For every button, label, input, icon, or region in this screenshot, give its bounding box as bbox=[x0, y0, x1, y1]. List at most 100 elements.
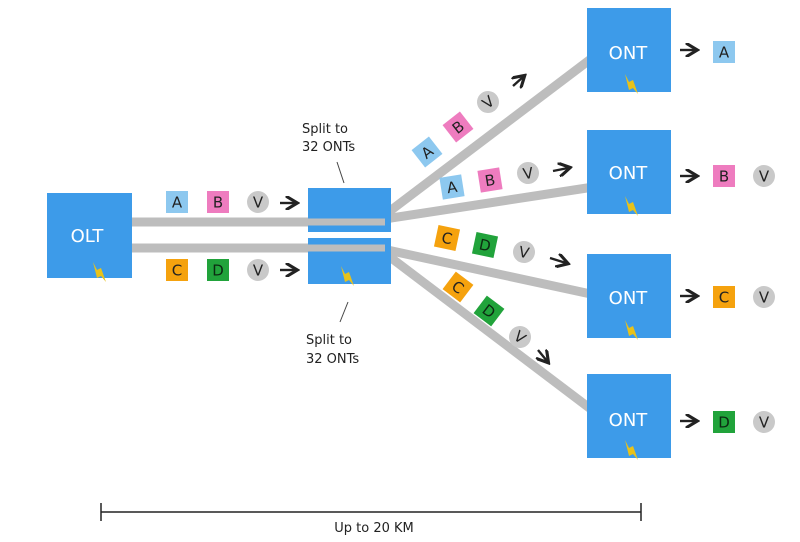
ont-2-box bbox=[587, 130, 671, 214]
tag-ont-4-out-v: V bbox=[753, 411, 775, 433]
tag-shape bbox=[713, 165, 735, 187]
olt-box bbox=[47, 193, 132, 278]
ont-2: ONT bbox=[587, 130, 671, 216]
tag-ont-2-out-b: B bbox=[713, 165, 735, 187]
split-label-bottom-line2: 32 ONTs bbox=[306, 352, 359, 367]
tag-shape bbox=[433, 224, 461, 252]
arrow-branch-4-icon bbox=[538, 350, 547, 361]
ont-4-box bbox=[587, 374, 671, 458]
tag-branch-3-v: V bbox=[513, 241, 535, 263]
tag-shape bbox=[509, 326, 531, 348]
arrow-branch-2-icon bbox=[552, 168, 568, 171]
tag-shape bbox=[753, 411, 775, 433]
tag-shape bbox=[713, 41, 735, 63]
split-label-bottom-pointer bbox=[339, 301, 349, 323]
tag-shape bbox=[247, 191, 269, 213]
tag-upper-feed-b: B bbox=[207, 191, 229, 213]
tag-shape bbox=[753, 165, 775, 187]
tag-letter: V bbox=[253, 194, 264, 212]
tag-shape bbox=[207, 259, 229, 281]
tag-shape bbox=[166, 259, 188, 281]
olt-bolt-icon bbox=[93, 262, 106, 282]
tag-letter: A bbox=[446, 178, 460, 197]
tag-shape bbox=[517, 162, 539, 184]
tag-upper-feed-a: A bbox=[166, 191, 188, 213]
tag-shape bbox=[473, 295, 505, 327]
tag-letter: V bbox=[253, 262, 264, 280]
ont-1-box bbox=[587, 8, 671, 92]
tag-shape bbox=[166, 191, 188, 213]
tag-branch-2-v: V bbox=[517, 162, 539, 184]
tag-letter: V bbox=[759, 168, 770, 186]
tag-branch-4-c: C bbox=[442, 271, 474, 303]
splitter bbox=[308, 188, 391, 286]
ont-1: ONT bbox=[587, 8, 671, 94]
tag-letter: C bbox=[172, 262, 182, 280]
tag-letter: V bbox=[759, 289, 770, 307]
ont-2-label: ONT bbox=[609, 163, 649, 184]
fiber-branch-4 bbox=[375, 244, 603, 420]
split-label-top-line1: Split to bbox=[302, 122, 348, 137]
tag-letter: B bbox=[213, 194, 223, 212]
tag-shape bbox=[713, 286, 735, 308]
fiber-branch-1 bbox=[375, 48, 603, 224]
tag-shape bbox=[471, 231, 499, 259]
tag-shape bbox=[439, 174, 465, 200]
tag-shape bbox=[713, 411, 735, 433]
ont-3: ONT bbox=[587, 254, 671, 340]
arrows bbox=[280, 50, 695, 421]
tag-letter: B bbox=[484, 171, 497, 190]
tag-shape bbox=[753, 286, 775, 308]
tag-branch-4-d: D bbox=[473, 295, 505, 327]
tag-branch-3-c: C bbox=[433, 224, 461, 252]
ont-4-label: ONT bbox=[609, 410, 649, 431]
tag-shape bbox=[513, 241, 535, 263]
tag-branch-2-b: B bbox=[477, 167, 503, 193]
tag-ont-2-out-v: V bbox=[753, 165, 775, 187]
ont-4-bolt-icon bbox=[625, 440, 638, 460]
tag-letter: V bbox=[517, 243, 532, 263]
tag-ont-3-out-v: V bbox=[753, 286, 775, 308]
tag-lower-feed-v: V bbox=[247, 259, 269, 281]
splitter-bolt-icon bbox=[341, 266, 354, 286]
distance-scale: Up to 20 KM bbox=[100, 503, 642, 536]
arrow-branch-3-icon bbox=[549, 258, 566, 263]
distance-label: Up to 20 KM bbox=[334, 521, 414, 536]
tag-lower-feed-c: C bbox=[166, 259, 188, 281]
tag-branch-2-a: A bbox=[439, 174, 465, 200]
fiber-branch-3 bbox=[377, 243, 601, 301]
ont-1-bolt-icon bbox=[625, 74, 638, 94]
tag-branch-3-d: D bbox=[471, 231, 499, 259]
tag-branch-1-v: V bbox=[477, 91, 499, 113]
tag-letter: C bbox=[719, 289, 729, 307]
tag-shape bbox=[247, 259, 269, 281]
split-label-top-pointer bbox=[336, 161, 345, 184]
tag-letter: D bbox=[212, 262, 224, 280]
tag-letter: V bbox=[522, 164, 536, 183]
tag-letter: B bbox=[719, 168, 729, 186]
arrow-branch-1-icon bbox=[513, 77, 523, 86]
tag-branch-1-b: B bbox=[442, 111, 474, 143]
tag-letter: C bbox=[440, 229, 454, 249]
tag-shape bbox=[442, 111, 474, 143]
tag-letter: D bbox=[477, 235, 492, 255]
tag-branch-4-v: V bbox=[509, 326, 531, 348]
tag-letter: D bbox=[718, 414, 730, 432]
tag-letter: A bbox=[719, 44, 730, 62]
tag-ont-3-out-c: C bbox=[713, 286, 735, 308]
ont-2-bolt-icon bbox=[625, 196, 638, 216]
ont-3-label: ONT bbox=[609, 288, 649, 309]
tag-ont-1-out-a: A bbox=[713, 41, 735, 63]
split-label-bottom-line1: Split to bbox=[306, 333, 352, 348]
tag-letter: V bbox=[759, 414, 770, 432]
tag-ont-4-out-d: D bbox=[713, 411, 735, 433]
tag-upper-feed-v: V bbox=[247, 191, 269, 213]
tag-shape bbox=[207, 191, 229, 213]
tag-letter: A bbox=[172, 194, 183, 212]
fibers bbox=[132, 48, 603, 420]
ont-3-bolt-icon bbox=[625, 320, 638, 340]
fiber-branch-2 bbox=[377, 181, 601, 225]
olt-label: OLT bbox=[71, 226, 105, 247]
